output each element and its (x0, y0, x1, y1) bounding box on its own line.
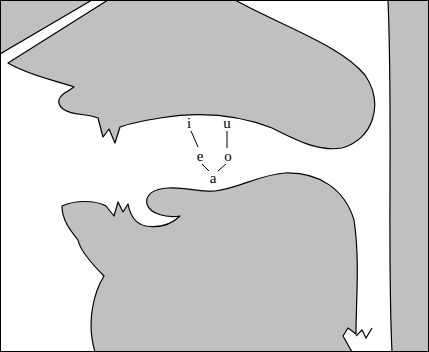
vowel-label: a (209, 171, 218, 186)
pharynx-wall (388, 0, 429, 352)
leader-line (202, 164, 209, 171)
vowel-label: i (186, 116, 192, 131)
leader-line (218, 164, 226, 171)
glottis-mark (356, 328, 372, 338)
leader-line (191, 131, 198, 147)
upper-jaw-palate (8, 0, 375, 149)
vowel-label: u (222, 116, 232, 131)
vowel-label: o (223, 149, 233, 164)
leader-line (227, 131, 228, 148)
tongue-lower-jaw (62, 173, 357, 352)
vowel-label: e (196, 149, 205, 164)
